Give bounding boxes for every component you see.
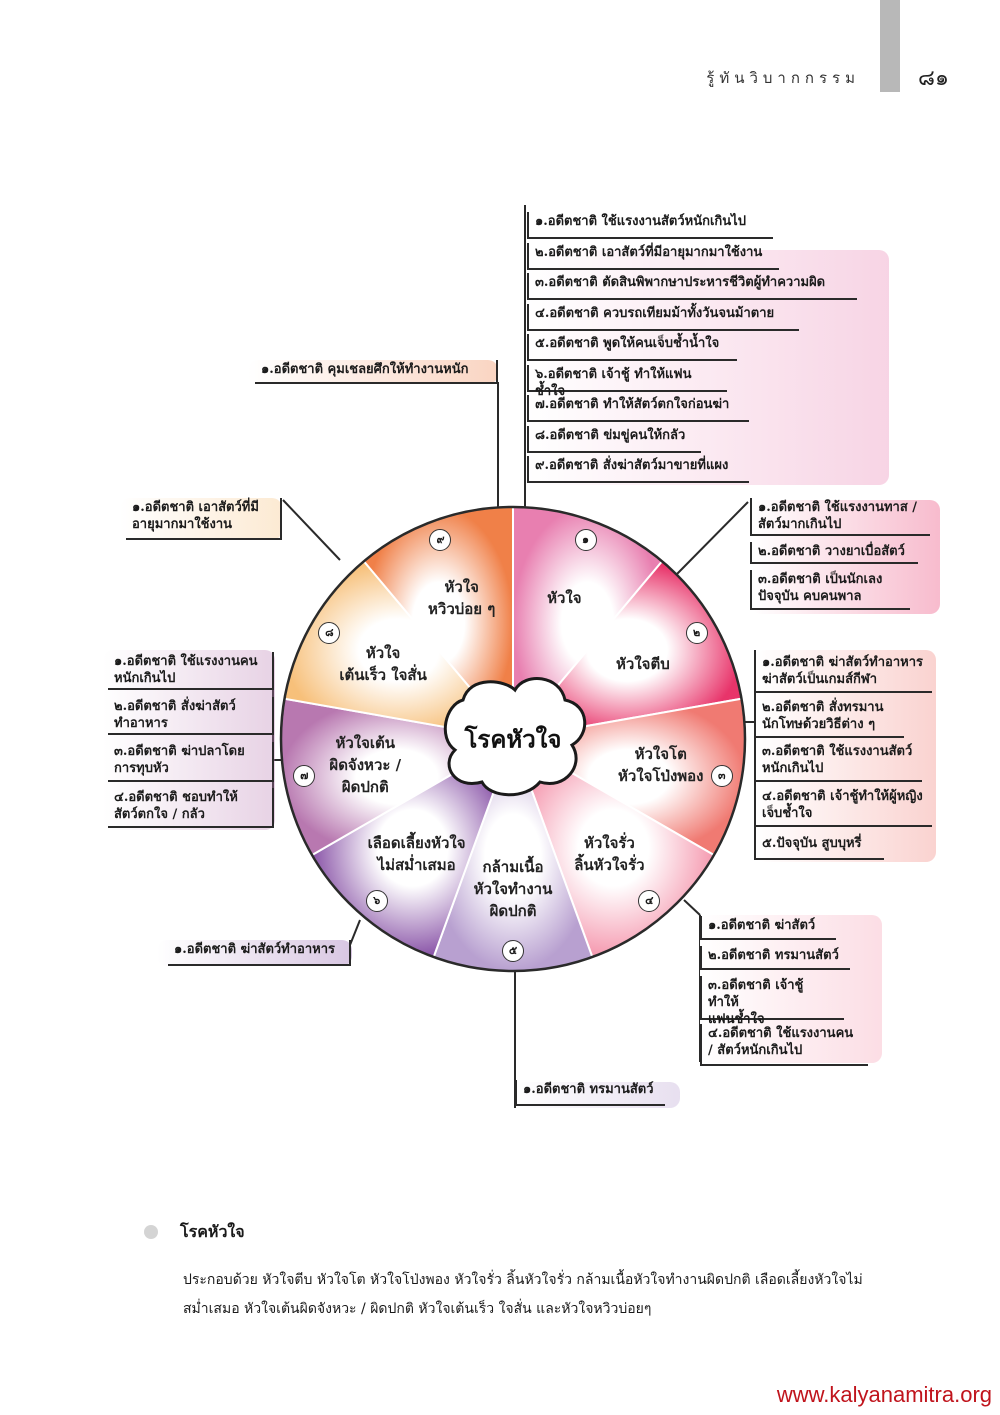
cause-s4-3: ๓.อดีตชาติ เจ้าชู้ ทำให้แฟนช้ำใจ	[700, 976, 844, 1027]
segment-label-7: หัวใจเต้นผิดจังหวะ /ผิดปกติ	[329, 734, 402, 797]
segment-label-4: หัวใจรั่วลิ้นหัวใจรั่ว	[574, 833, 645, 874]
segment-label-9: หัวใจหวิวบ่อย ๆ	[428, 578, 496, 619]
connector-s8	[282, 499, 341, 561]
cause-s3-3: ๓.อดีตชาติ ใช้แรงงานสัตว์หนักเกินไป	[754, 742, 922, 782]
bullet-dot-icon	[144, 1225, 158, 1239]
segment-number-2: ๒	[685, 622, 708, 644]
cause-s9-1: ๑.อดีตชาติ คุมเชลยศึกให้ทำงานหนัก	[255, 360, 498, 384]
segment-number-7: ๗	[293, 764, 316, 787]
cause-s2-3: ๓.อดีตชาติ เป็นนักเลงปัจจุบัน คบคนพาล	[750, 570, 910, 610]
cause-group-bg-s7	[103, 650, 275, 830]
segment-number-4: ๔	[638, 890, 661, 913]
footer-url[interactable]: www.kalyanamitra.org	[776, 1382, 992, 1407]
cause-s3-4: ๔.อดีตชาติ เจ้าชู้ทำให้ผู้หญิงเจ็บช้ำใจ	[754, 787, 932, 827]
cause-s1-5: ๕.อดีตชาติ พูดให้คนเจ็บช้ำน้ำใจ	[527, 334, 737, 361]
segment-number-5: ๕	[502, 940, 524, 962]
segment-label-6: เลือดเลี้ยงหัวใจไม่สม่ำเสมอ	[367, 833, 466, 874]
segment-label-1: หัวใจ	[547, 589, 582, 608]
cause-s7-3: ๓.อดีตชาติ ฆ่าปลาโดยการทุบหัว	[108, 742, 274, 782]
cause-s1-1: ๑.อดีตชาติ ใช้แรงงานสัตว์หนักเกินไป	[527, 212, 773, 239]
cause-s1-3: ๓.อดีตชาติ ตัดสินพิพากษาประหารชีวิตผู้ทำ…	[527, 273, 857, 300]
cause-group-bg-s5	[515, 1082, 680, 1108]
connector-s6	[349, 919, 361, 946]
cause-s7-4: ๔.อดีตชาติ ชอบทำให้สัตว์ตกใจ / กลัว	[108, 788, 274, 828]
segment-number-6: ๖	[365, 890, 388, 913]
cause-s4-1: ๑.อดีตชาติ ฆ่าสัตว์	[700, 916, 836, 940]
connector-s4	[683, 899, 701, 916]
header-bar	[880, 0, 900, 92]
cause-group-bg-s6	[157, 940, 352, 966]
connector-s2	[675, 501, 749, 576]
cause-group-bg-s8	[120, 498, 282, 540]
cause-s3-5: ๕.ปัจจุบัน สูบบุหรี่	[754, 834, 884, 860]
segment-label-8: หัวใจเต้นเร็ว ใจสั่น	[339, 644, 427, 684]
cause-s6-1: ๑.อดีตชาติ ฆ่าสัตว์ทำอาหาร	[168, 940, 351, 966]
cause-s1-6: ๖.อดีตชาติ เจ้าชู้ ทำให้แฟนช้ำใจ	[527, 364, 727, 399]
segment-label-3: หัวใจโตหัวใจโป่งพอง	[617, 745, 704, 786]
center-cloud-shape	[443, 677, 587, 797]
wheel-outline	[279, 505, 747, 973]
cause-group-bg-s9	[248, 360, 498, 384]
running-header-title: รู้ทันวิบากกรรม	[706, 69, 860, 87]
cause-s4-4: ๔.อดีตชาติ ใช้แรงงานคน/ สัตว์หนักเกินไป	[700, 1024, 868, 1066]
cause-s4-2: ๒.อดีตชาติ ทรมานสัตว์	[700, 946, 850, 970]
cause-s1-8: ๘.อดีตชาติ ข่มขู่คนให้กลัว	[527, 425, 701, 453]
summary-title: โรคหัวใจ	[180, 1222, 245, 1241]
cause-s3-1: ๑.อดีตชาติ ฆ่าสัตว์ทำอาหารฆ่าสัตว์เป็นเก…	[754, 653, 932, 693]
segment-number-9: ๙	[429, 528, 452, 551]
page-number: ๘๑	[918, 66, 949, 91]
cause-group-bg-s1	[527, 250, 889, 485]
cause-s1-4: ๔.อดีตชาติ ควบรถเทียมม้าทั้งวันจนม้าตาย	[527, 303, 799, 331]
cause-s5-1: ๑.อดีตชาติ ทรมานสัตว์	[515, 1080, 665, 1106]
segment-label-2: หัวใจตีบ	[616, 655, 670, 673]
segment-number-3: ๓	[710, 764, 733, 787]
cause-s1-9: ๙.อดีตชาติ สั่งฆ่าสัตว์มาขายที่แผง	[527, 456, 749, 483]
cause-s1-7: ๗.อดีตชาติ ทำให้สัตว์ตกใจก่อนฆ่า	[527, 395, 749, 422]
cause-s1-2: ๒.อดีตชาติ เอาสัตว์ที่มีอายุมากมาใช้งาน	[527, 242, 779, 270]
cause-s7-1: ๑.อดีตชาติ ใช้แรงงานคนหนักเกินไป	[108, 652, 274, 690]
cause-s2-2: ๒.อดีตชาติ วางยาเบื่อสัตว์	[750, 542, 918, 564]
segment-number-8: ๘	[318, 622, 341, 644]
cause-s3-2: ๒.อดีตชาติ สั่งทรมานนักโทษด้วยวิธีต่าง ๆ	[754, 698, 904, 738]
segment-label-5: กล้ามเนื้อหัวใจทำงานผิดปกติ	[473, 858, 553, 920]
center-label: โรคหัวใจ	[464, 724, 562, 754]
summary-body: ประกอบด้วย หัวใจตีบ หัวใจโต หัวใจโป่งพอง…	[183, 1272, 863, 1317]
cause-s7-2: ๒.อดีตชาติ สั่งฆ่าสัตว์ทำอาหาร	[108, 697, 274, 735]
cause-s2-1: ๑.อดีตชาติ ใช้แรงงานทาส /สัตว์มากเกินไป	[750, 498, 930, 536]
cause-group-bg-s2	[752, 500, 940, 614]
segment-number-1: ๑	[574, 528, 597, 551]
cause-s8-1: ๑.อดีตชาติ เอาสัตว์ที่มีอายุมากมาใช้งาน	[126, 498, 282, 540]
